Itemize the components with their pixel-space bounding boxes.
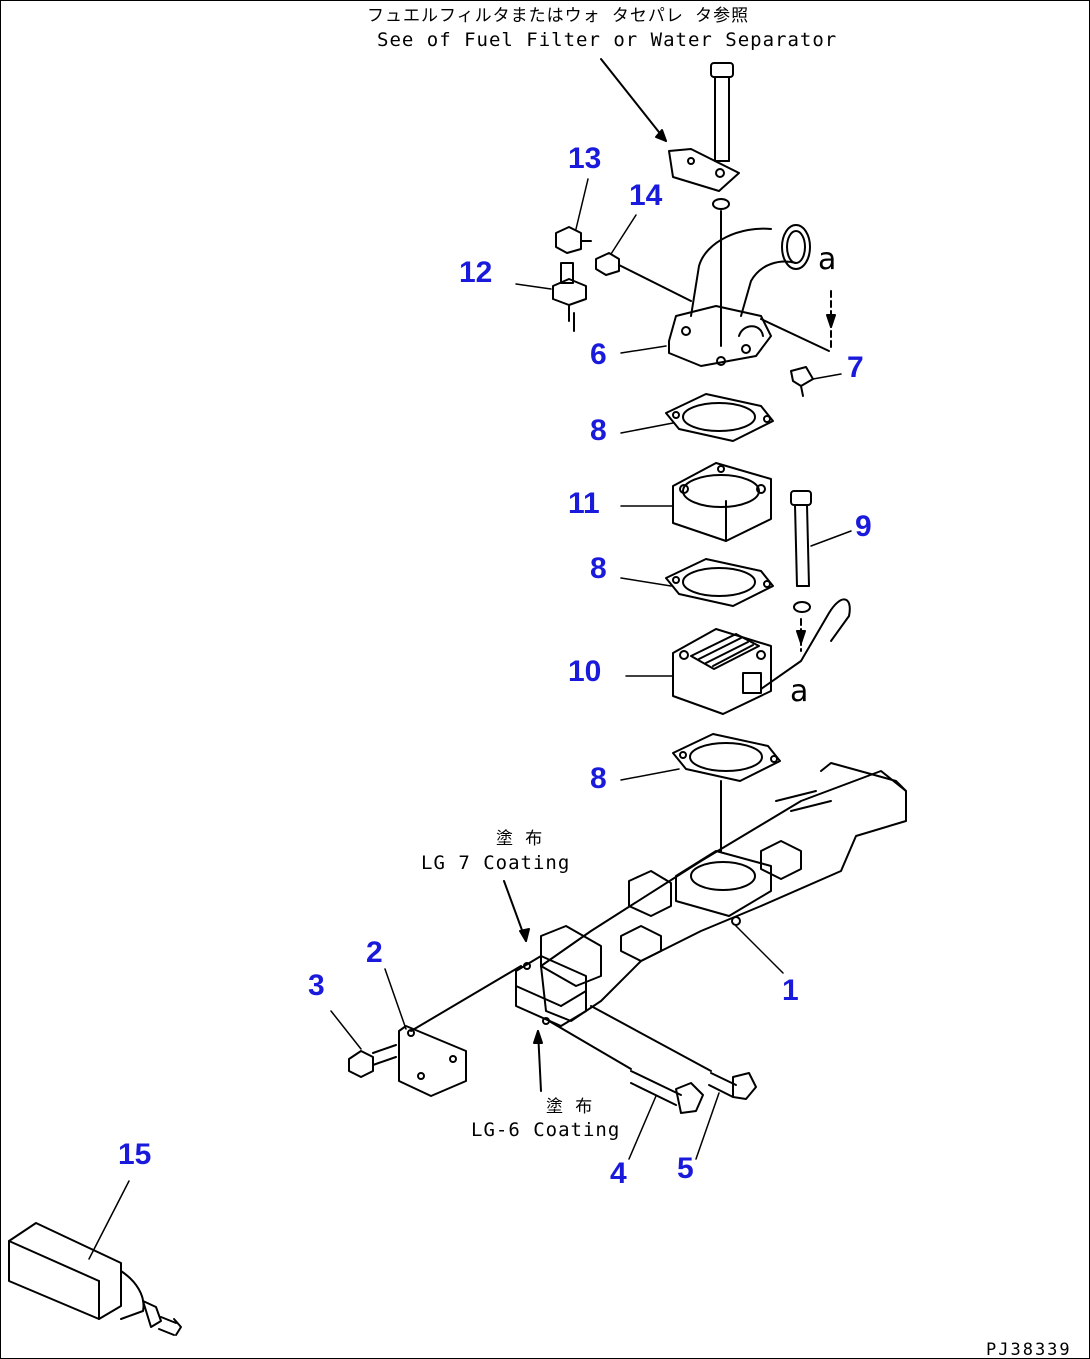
- callout-13: 13: [568, 142, 602, 175]
- callout-1: 1: [782, 974, 799, 1007]
- gasket-1: [665, 393, 774, 442]
- callout-2: 2: [366, 936, 383, 969]
- callout-12: 12: [459, 256, 493, 289]
- lg7-note-en: LG 7 Coating: [421, 852, 571, 874]
- top-note-leader: [600, 58, 667, 142]
- bolt-9: [790, 490, 812, 613]
- leader-lines: [88, 178, 852, 1260]
- filter-bracket: [668, 148, 740, 192]
- lg7-note-jp: 塗 布: [496, 829, 544, 849]
- callout-7: 7: [847, 351, 864, 384]
- bolt-3: [348, 1044, 397, 1078]
- callout-5: 5: [677, 1152, 694, 1185]
- thermostat-housing-10: [672, 628, 772, 715]
- drawing-reference-code: PJ38339: [986, 1340, 1072, 1359]
- lg6-note-en: LG-6 Coating: [471, 1119, 621, 1141]
- callout-3: 3: [308, 969, 325, 1002]
- tool-15: [8, 1222, 182, 1336]
- callout-6: 6: [590, 338, 607, 371]
- callout-8-upper: 8: [590, 414, 607, 447]
- spacer-11: [672, 462, 772, 542]
- connector-13: [555, 226, 592, 254]
- marker-a-bottom: a: [790, 674, 809, 709]
- sensor-14: [595, 252, 692, 302]
- gasket-2: [665, 558, 774, 607]
- lg6-note-jp: 塗 布: [546, 1097, 594, 1117]
- callout-15: 15: [118, 1138, 152, 1171]
- cover-plate-2: [398, 1025, 467, 1097]
- callout-14: 14: [629, 179, 663, 212]
- marker-a-top: a: [818, 242, 837, 277]
- washer: [712, 198, 730, 210]
- top-note-jp: フュエルフィルタまたはウォ タセパレ タ参照: [367, 6, 750, 26]
- bolt-4: [548, 1020, 704, 1114]
- bolt-5: [590, 1005, 757, 1100]
- sensor-12: [552, 262, 587, 332]
- water-outlet-elbow: [668, 224, 811, 367]
- callout-10: 10: [568, 655, 602, 688]
- gasket-3: [672, 733, 781, 782]
- callout-4: 4: [610, 1157, 627, 1190]
- water-manifold-1: [540, 762, 907, 1022]
- top-note-en: See of Fuel Filter or Water Separator: [377, 29, 838, 51]
- callout-8-middle: 8: [590, 552, 607, 585]
- callout-9: 9: [855, 510, 872, 543]
- coating-block: [515, 955, 587, 1027]
- top-bolt: [710, 62, 734, 162]
- callout-11: 11: [568, 487, 600, 520]
- elbow-fitting: [790, 366, 814, 397]
- callout-8-lower: 8: [590, 762, 607, 795]
